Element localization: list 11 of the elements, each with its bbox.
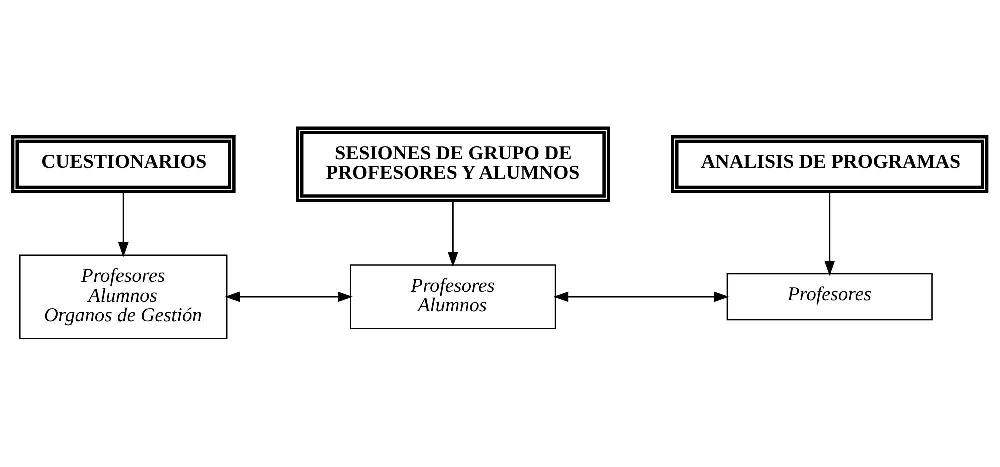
- arrow: [824, 192, 836, 276]
- arrow: [225, 292, 353, 302]
- arrow: [118, 192, 129, 258]
- arrow: [448, 200, 458, 268]
- node-box: CUESTIONARIOS: [11, 136, 236, 194]
- node-box: Profesores: [726, 273, 933, 321]
- node-box: SESIONES DE GRUPO DE PROFESORES Y ALUMNOS: [296, 126, 610, 202]
- node-box: Profesores Alumnos: [350, 264, 556, 330]
- node-box: Profesores Alumnos Organos de Gestión: [19, 254, 228, 340]
- node-box: ANALISIS DE PROGRAMAS: [671, 136, 989, 194]
- arrow: [554, 292, 730, 302]
